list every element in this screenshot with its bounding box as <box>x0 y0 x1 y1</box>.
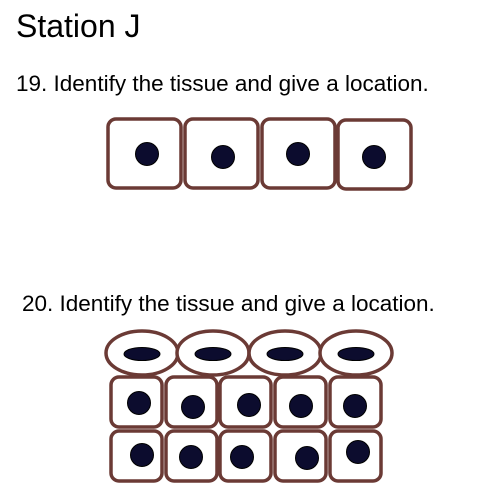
flattened-nucleus <box>194 347 232 361</box>
station-title: Station J <box>16 8 141 44</box>
nucleus <box>346 440 370 464</box>
basal-cell-bottom-5 <box>328 429 383 483</box>
nucleus <box>127 391 151 415</box>
figure-20-stratified-tissue <box>104 329 394 483</box>
nucleus <box>362 145 386 169</box>
squamous-cell-2 <box>175 329 251 377</box>
figure-19-cuboidal-tissue <box>106 117 413 191</box>
basal-cell-middle-4 <box>273 375 328 429</box>
squamous-cell-3 <box>247 329 323 377</box>
basal-cell-middle-3 <box>218 375 273 429</box>
nucleus <box>179 445 203 469</box>
nucleus <box>135 142 159 166</box>
question-19-prompt: 19. Identify the tissue and give a locat… <box>16 71 429 96</box>
cuboidal-cell-2 <box>183 117 260 190</box>
nucleus <box>130 443 154 467</box>
question-20-prompt: 20. Identify the tissue and give a locat… <box>22 291 435 316</box>
cuboidal-cell-1 <box>106 117 183 190</box>
flattened-nucleus <box>337 347 375 361</box>
nucleus <box>211 145 235 169</box>
nucleus <box>230 445 254 469</box>
basal-cell-bottom-4 <box>273 429 328 483</box>
nucleus <box>289 394 313 418</box>
nucleus <box>237 393 261 417</box>
flattened-nucleus <box>123 347 161 361</box>
basal-cell-bottom-3 <box>218 429 273 483</box>
flattened-nucleus <box>266 347 304 361</box>
nucleus <box>343 394 367 418</box>
squamous-cell-1 <box>104 329 180 377</box>
nucleus <box>295 446 319 470</box>
basal-cell-bottom-2 <box>164 429 219 483</box>
basal-cell-middle-2 <box>164 375 219 429</box>
cuboidal-cell-4 <box>336 118 413 191</box>
cuboidal-cell-3 <box>260 117 337 190</box>
basal-cell-middle-1 <box>109 375 164 429</box>
nucleus <box>286 142 310 166</box>
basal-cell-bottom-1 <box>109 429 164 483</box>
basal-cell-middle-5 <box>328 375 383 429</box>
squamous-cell-4 <box>318 329 394 377</box>
nucleus <box>181 395 205 419</box>
